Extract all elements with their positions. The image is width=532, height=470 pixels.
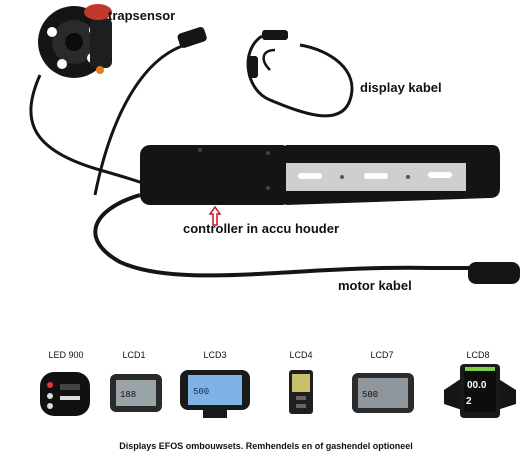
display-lcd8: 00.0 2 xyxy=(444,364,516,418)
display-lcd7: 500 xyxy=(352,373,414,413)
label-controller: controller in accu houder xyxy=(183,221,340,236)
sensor-connector xyxy=(93,27,207,196)
svg-text:2: 2 xyxy=(466,396,472,407)
red-arrow-icon xyxy=(208,205,222,226)
motor-cable xyxy=(93,193,520,284)
controller-housing xyxy=(140,145,500,205)
display-label-lcd3: LCD3 xyxy=(203,350,227,360)
svg-text:188: 188 xyxy=(120,390,136,400)
svg-text:500: 500 xyxy=(193,387,209,397)
display-cable xyxy=(246,30,354,118)
label-motor-kabel: motor kabel xyxy=(338,278,412,293)
caption: Displays EFOS ombouwsets. Remhendels en … xyxy=(119,441,413,451)
display-lcd4 xyxy=(289,370,313,414)
svg-text:00.0: 00.0 xyxy=(467,380,487,391)
display-label-lcd1: LCD1 xyxy=(122,350,146,360)
display-lcd3: 500 xyxy=(180,370,250,418)
display-label-led900: LED 900 xyxy=(48,350,84,360)
display-label-lcd8: LCD8 xyxy=(466,350,490,360)
label-display-kabel: display kabel xyxy=(360,80,442,95)
display-lcd1: 188 xyxy=(110,374,162,412)
label-trapsensor: trapsensor xyxy=(108,8,176,23)
pedal-sensor xyxy=(38,4,112,78)
display-label-lcd7: LCD7 xyxy=(370,350,394,360)
display-label-lcd4: LCD4 xyxy=(289,350,313,360)
display-led900 xyxy=(40,372,90,416)
svg-text:500: 500 xyxy=(362,390,378,400)
